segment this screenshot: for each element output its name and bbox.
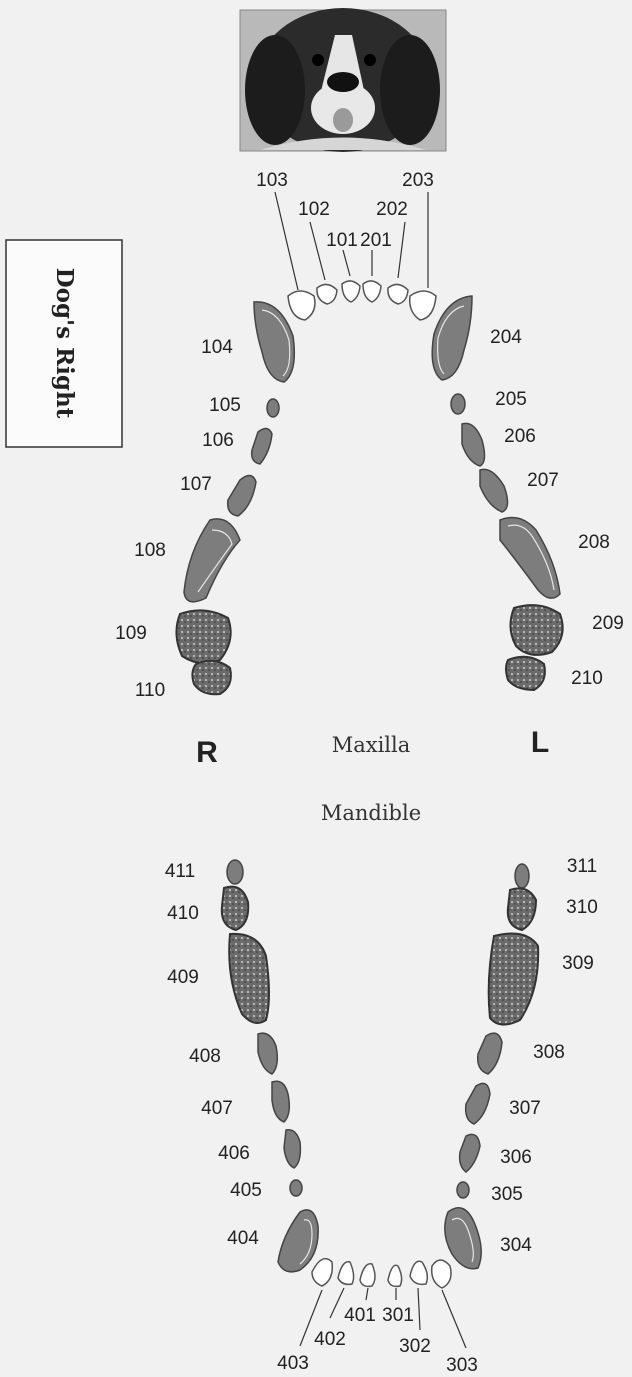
maxilla-incisors bbox=[288, 281, 436, 320]
mandible-left-teeth bbox=[445, 864, 538, 1269]
tooth-label-307: 307 bbox=[509, 1098, 541, 1119]
tooth-label-110: 110 bbox=[135, 680, 165, 701]
tooth-label-303: 303 bbox=[446, 1355, 478, 1376]
tooth-label-204: 204 bbox=[490, 327, 522, 348]
tooth-label-209: 209 bbox=[592, 613, 624, 634]
maxilla-label: Maxilla bbox=[332, 733, 411, 757]
mandible-label: Mandible bbox=[321, 801, 421, 825]
tooth-label-402: 402 bbox=[314, 1329, 346, 1350]
tooth-label-404: 404 bbox=[227, 1228, 259, 1249]
mandible-right-teeth bbox=[222, 860, 318, 1272]
tooth-label-407: 407 bbox=[201, 1098, 233, 1119]
tooth-label-301: 301 bbox=[382, 1305, 414, 1326]
tooth-label-109: 109 bbox=[115, 623, 147, 644]
tooth-label-304: 304 bbox=[500, 1235, 532, 1256]
tooth-label-405: 405 bbox=[230, 1180, 262, 1201]
tooth-label-108: 108 bbox=[134, 540, 166, 561]
maxilla-left-teeth bbox=[432, 296, 562, 690]
tooth-label-105: 105 bbox=[209, 395, 241, 416]
tooth-label-309: 309 bbox=[562, 953, 594, 974]
tooth-label-411: 411 bbox=[165, 861, 195, 882]
orientation-label: Dog's Right bbox=[51, 268, 78, 419]
tooth-label-210: 210 bbox=[571, 668, 603, 689]
tooth-label-302: 302 bbox=[399, 1336, 431, 1357]
tooth-label-406: 406 bbox=[218, 1143, 250, 1164]
side-right-label: R bbox=[196, 736, 218, 769]
tooth-label-305: 305 bbox=[491, 1184, 523, 1205]
tooth-label-202: 202 bbox=[376, 199, 408, 220]
tooth-label-207: 207 bbox=[527, 470, 559, 491]
mandible-incisors bbox=[312, 1259, 451, 1288]
tooth-label-205: 205 bbox=[495, 389, 527, 410]
tooth-label-311: 311 bbox=[567, 856, 597, 877]
maxilla-right-teeth bbox=[176, 302, 294, 694]
tooth-label-306: 306 bbox=[500, 1147, 532, 1168]
tooth-label-201: 201 bbox=[360, 230, 392, 251]
tooth-label-102: 102 bbox=[298, 199, 330, 220]
tooth-label-308: 308 bbox=[533, 1042, 565, 1063]
tooth-label-101: 101 bbox=[326, 230, 358, 251]
tooth-label-208: 208 bbox=[578, 532, 610, 553]
side-left-label: L bbox=[531, 726, 549, 759]
dog-portrait-image bbox=[240, 8, 446, 152]
tooth-label-409: 409 bbox=[167, 967, 199, 988]
tooth-label-206: 206 bbox=[504, 426, 536, 447]
tooth-label-408: 408 bbox=[189, 1046, 221, 1067]
tooth-label-401: 401 bbox=[344, 1305, 376, 1326]
tooth-label-310: 310 bbox=[566, 897, 598, 918]
tooth-label-410: 410 bbox=[167, 903, 199, 924]
tooth-label-107: 107 bbox=[180, 474, 212, 495]
tooth-label-203: 203 bbox=[402, 170, 434, 191]
tooth-label-103: 103 bbox=[256, 170, 288, 191]
tooth-label-106: 106 bbox=[202, 430, 234, 451]
tooth-label-403: 403 bbox=[277, 1353, 309, 1374]
tooth-label-104: 104 bbox=[201, 337, 233, 358]
